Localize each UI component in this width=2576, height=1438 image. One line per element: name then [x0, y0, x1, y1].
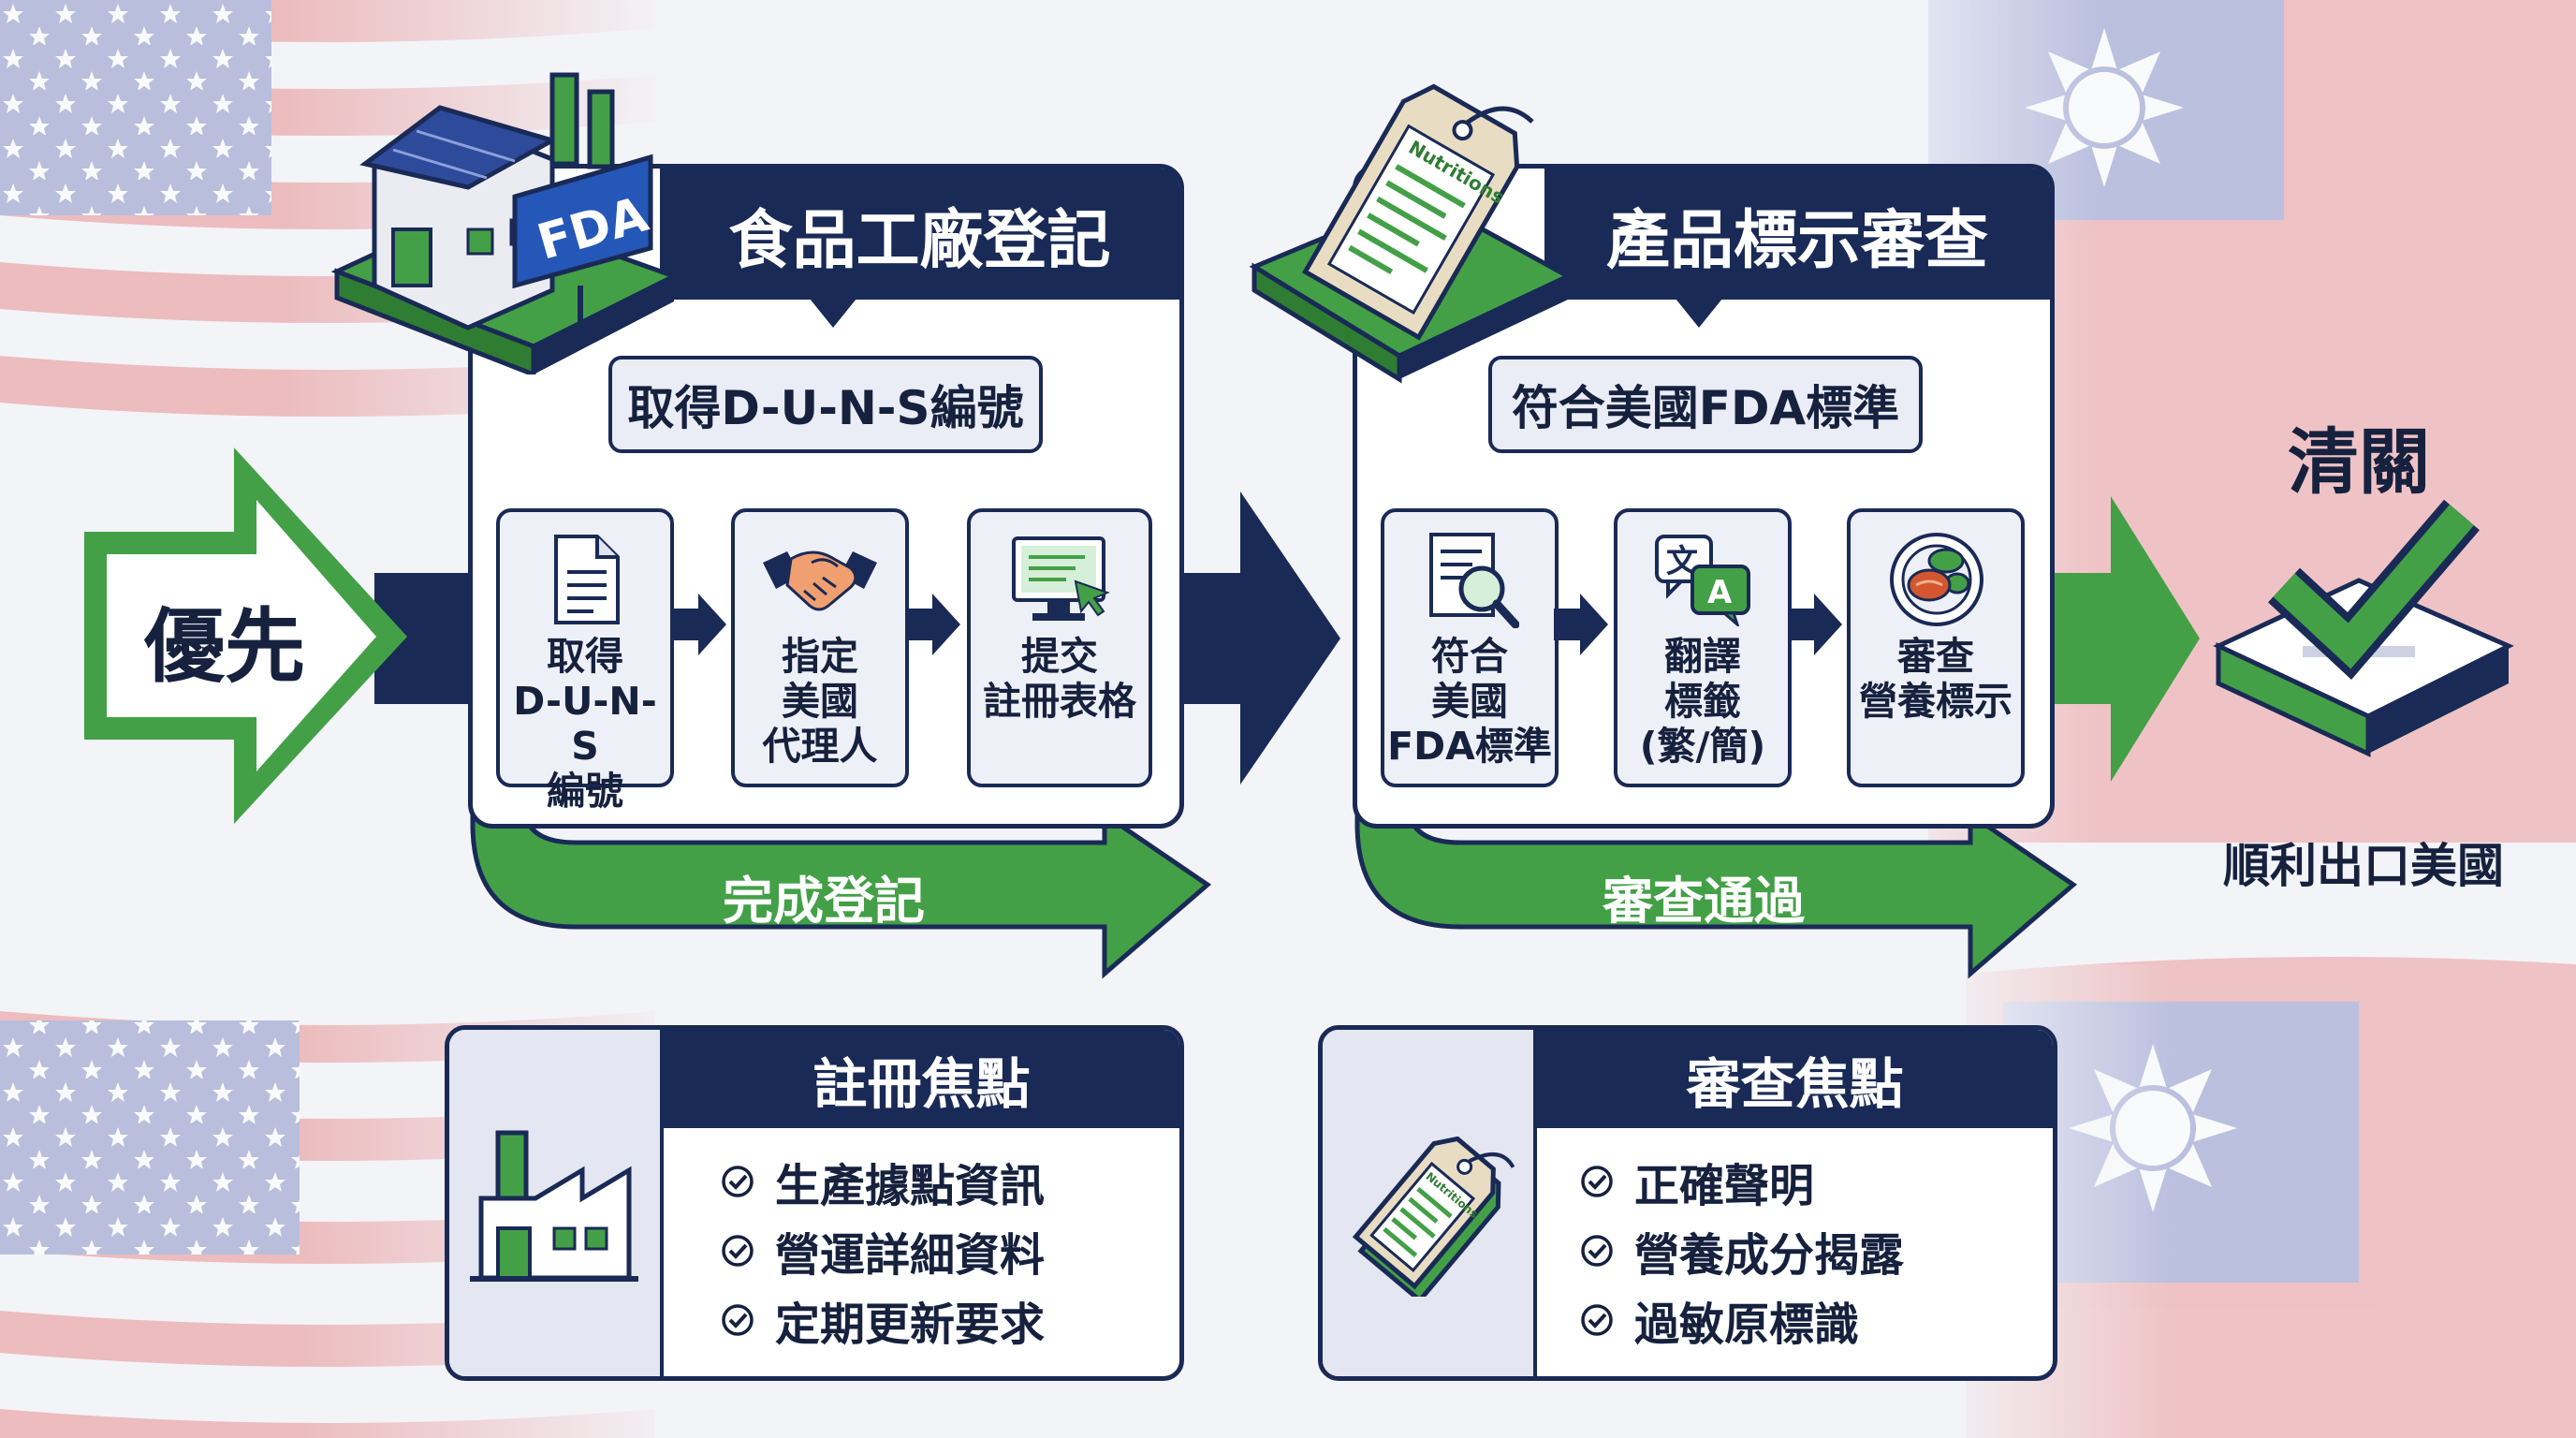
down-arrow-icon: [1676, 276, 1722, 328]
right-arrow-icon: [906, 594, 960, 655]
review-focus-box: Nutritions 審查焦點 正確聲明 營養成分揭露 過敏原標識: [1318, 1025, 2057, 1381]
connector-arrow-2: [1175, 492, 1340, 785]
subtitle-pill: 符合美國FDA標準: [1488, 356, 1923, 453]
check-circle-icon: [1581, 1166, 1613, 1197]
translate-icon: 文 A: [1655, 535, 1750, 626]
card-label: 審查 營養標示: [1859, 634, 2012, 724]
focus-title: 審查焦點: [1537, 1030, 2053, 1128]
card-label: 指定 美國 代理人: [762, 634, 878, 769]
focus-item: 生產據點資訊: [721, 1147, 1045, 1216]
factory-fda-icon: FDA: [330, 72, 681, 374]
subtitle-pill: 取得D-U-N-S編號: [608, 356, 1043, 453]
registration-focus-box: 註冊焦點 生產據點資訊 營運詳細資料 定期更新要求: [445, 1025, 1184, 1381]
right-arrow-icon: [672, 594, 726, 655]
check-circle-icon: [722, 1304, 754, 1336]
end-title: 清關: [2288, 420, 2430, 504]
start-arrow-icon: [84, 448, 407, 824]
handshake-icon: [763, 550, 877, 611]
right-arrow-icon: [1554, 594, 1608, 655]
nutrition-tag-small-icon: Nutritions: [1352, 1136, 1515, 1297]
card-us-agent: 指定 美國 代理人: [731, 508, 909, 787]
end-caption: 順利出口美國: [2223, 839, 2504, 893]
right-arrow-icon: [1788, 594, 1842, 655]
document-icon: [554, 535, 620, 624]
focus-item: 營運詳細資料: [721, 1216, 1045, 1285]
focus-list: 正確聲明 營養成分揭露 過敏原標識: [1580, 1147, 1904, 1355]
factory-icon: [470, 1130, 638, 1282]
panel-title: 產品標示審查: [1544, 169, 2050, 300]
connector-arrow-3: [2050, 496, 2200, 782]
check-circle-icon: [1581, 1304, 1613, 1336]
card-label: 取得 D-U-N-S 編號: [513, 634, 657, 814]
card-nutrition-review: 審查 營養標示: [1847, 508, 2025, 787]
card-get-duns: 取得 D-U-N-S 編號: [496, 508, 674, 814]
check-circle-icon: [722, 1235, 754, 1267]
focus-item: 營養成分揭露: [1580, 1216, 1904, 1285]
start-label: 優先: [144, 600, 305, 694]
focus-item: 過敏原標識: [1580, 1285, 1904, 1355]
banner-label: 完成登記: [723, 872, 925, 931]
card-translate-label: 文 A 翻譯 標籤 (繁/簡): [1614, 508, 1792, 787]
focus-item: 正確聲明: [1580, 1147, 1904, 1216]
focus-item: 定期更新要求: [721, 1285, 1045, 1355]
check-circle-icon: [722, 1166, 754, 1197]
card-submit-form: 提交 註冊表格: [967, 508, 1152, 787]
computer-form-icon: [1012, 536, 1110, 621]
card-label: 符合 美國 FDA標準: [1387, 634, 1552, 769]
card-label: 翻譯 標籤 (繁/簡): [1639, 634, 1766, 769]
check-circle-icon: [1581, 1235, 1613, 1267]
magnifier-document-icon: [1429, 533, 1519, 628]
focus-list: 生產據點資訊 營運詳細資料 定期更新要求: [721, 1147, 1045, 1355]
checkmark-box-icon: [2213, 499, 2514, 757]
svg-text:A: A: [1707, 574, 1733, 611]
focus-title: 註冊焦點: [664, 1030, 1179, 1128]
card-fda-standard: 符合 美國 FDA標準: [1381, 508, 1559, 787]
banner-arrow-2: [1354, 802, 2078, 979]
card-label: 提交 註冊表格: [983, 634, 1136, 724]
down-arrow-icon: [810, 276, 856, 328]
banner-arrow-1: [470, 802, 1212, 979]
banner-label: 審查通過: [1603, 872, 1805, 931]
nutrition-tag-icon: Nutritions: [1249, 83, 1573, 384]
food-plate-icon: [1890, 533, 1983, 626]
panel-title: 食品工廠登記: [660, 169, 1179, 300]
